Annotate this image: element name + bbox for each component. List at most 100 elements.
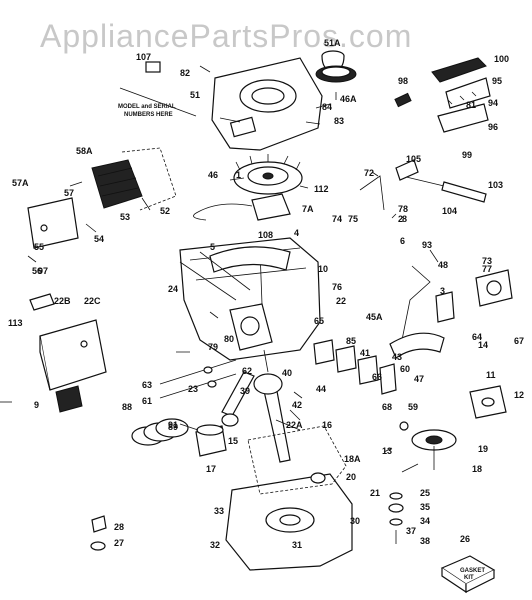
callout-label: 8 xyxy=(402,214,407,224)
callout-label: 60 xyxy=(400,364,410,374)
callout-label: 56 xyxy=(32,266,42,276)
callout-label: 89 xyxy=(168,422,178,432)
callout-label: 84 xyxy=(322,102,332,112)
control-lever xyxy=(359,175,385,211)
callout-label: 57 xyxy=(64,188,74,198)
callout-label: 83 xyxy=(334,116,344,126)
callout-label: 104 xyxy=(442,206,457,216)
callout-label: 1 xyxy=(236,170,241,180)
callout-label: 27 xyxy=(114,538,124,548)
callout-label: 87 xyxy=(0,0,10,2)
callout-label: 30 xyxy=(350,516,360,526)
governor-bracket xyxy=(435,291,455,323)
crankcase-cover xyxy=(225,425,353,571)
callout-label: 76 xyxy=(332,282,342,292)
callout-label: 78 xyxy=(398,204,408,214)
callout-label: 75 xyxy=(348,214,358,224)
engine-block xyxy=(179,237,321,361)
muffler-assembly xyxy=(431,57,491,133)
callout-label: 37 xyxy=(406,526,416,536)
air-filter xyxy=(315,65,357,83)
callout-label: 47 xyxy=(414,374,424,384)
callout-label: 48 xyxy=(438,260,448,270)
callout-label: 95 xyxy=(492,76,502,86)
oil-fill-plug xyxy=(90,515,107,551)
callout-label: 22 xyxy=(336,296,346,306)
callout-label: 67 xyxy=(514,336,524,346)
callout-label: 26 xyxy=(460,534,470,544)
valve-spring xyxy=(85,223,97,233)
callout-label: 68 xyxy=(382,402,392,412)
intake-gaskets xyxy=(313,339,397,395)
callout-label: 61 xyxy=(142,396,152,406)
gasket-kit-label: KIT xyxy=(464,575,474,581)
gasket-kit-box xyxy=(440,555,496,594)
callout-label: 46A xyxy=(340,94,357,104)
callout-label: 62 xyxy=(242,366,252,376)
leader-line xyxy=(119,65,337,125)
callout-label: 79 xyxy=(208,342,218,352)
callout-label: 38 xyxy=(420,536,430,546)
oil-seal xyxy=(310,472,326,484)
mounting-bracket xyxy=(39,319,107,391)
cylinder-head xyxy=(91,147,177,211)
callout-label: 9 xyxy=(34,400,39,410)
callout-label: 73 xyxy=(482,256,492,266)
bolt xyxy=(27,255,37,263)
callout-label: 66 xyxy=(372,372,382,382)
throttle-linkage xyxy=(395,159,487,203)
gasket-kit-label: GASKET xyxy=(460,568,485,574)
callout-label: 88 xyxy=(0,0,10,2)
blower-housing xyxy=(211,57,323,151)
callout-label: 10 xyxy=(318,264,328,274)
callout-label: 43 xyxy=(392,352,402,362)
screw xyxy=(293,391,303,399)
callout-label: 64 xyxy=(472,332,482,342)
callout-label: 5 xyxy=(210,242,215,252)
callout-label: 40 xyxy=(282,368,292,378)
callout-label: 28 xyxy=(114,522,124,532)
callout-label: 91 xyxy=(168,420,178,430)
callout-label: 54 xyxy=(94,234,104,244)
callout-label: 74 xyxy=(332,214,342,224)
callout-label: 16 xyxy=(322,420,332,430)
callout-label: 41 xyxy=(360,348,370,358)
callout-label: 22A xyxy=(286,420,303,430)
breather-tube xyxy=(394,92,412,108)
callout-label: 17 xyxy=(206,464,216,474)
callout-label: 15 xyxy=(228,436,238,446)
exhaust-muffler xyxy=(469,385,507,419)
callout-label: 22B xyxy=(54,296,71,306)
callout-label: 80 xyxy=(224,334,234,344)
callout-label: 57A xyxy=(12,178,29,188)
watermark-text: AppliancePartsPros.com xyxy=(40,18,413,54)
model-serial-note: NUMBERS HERE xyxy=(124,112,173,118)
head-bolt xyxy=(179,261,237,301)
bracket-plate xyxy=(145,61,161,73)
piston-rings xyxy=(131,418,189,446)
callout-label: 29 xyxy=(0,0,10,2)
cam-follower xyxy=(289,409,301,421)
connecting-rod xyxy=(221,371,255,427)
ignition-coil xyxy=(193,193,291,221)
callout-label: 21 xyxy=(370,488,380,498)
callout-label: 81 xyxy=(466,100,476,110)
callout-label: 39 xyxy=(240,386,250,396)
callout-label: 108 xyxy=(258,230,273,240)
leader-line xyxy=(383,447,419,473)
callout-label: 65 xyxy=(314,316,324,326)
callout-label: 97 xyxy=(38,266,48,276)
callout-label: 100 xyxy=(494,54,509,64)
callout-label: 23 xyxy=(188,384,198,394)
callout-label: 99 xyxy=(462,150,472,160)
governor-lever xyxy=(401,265,431,341)
crankshaft-shaft xyxy=(263,349,269,373)
leader-line xyxy=(176,311,219,353)
carburetor xyxy=(475,269,513,307)
piston xyxy=(195,424,227,457)
callout-label: 85 xyxy=(346,336,356,346)
callout-label: 72 xyxy=(364,168,374,178)
callout-label: 93 xyxy=(422,240,432,250)
callout-label: 51A xyxy=(324,38,341,48)
